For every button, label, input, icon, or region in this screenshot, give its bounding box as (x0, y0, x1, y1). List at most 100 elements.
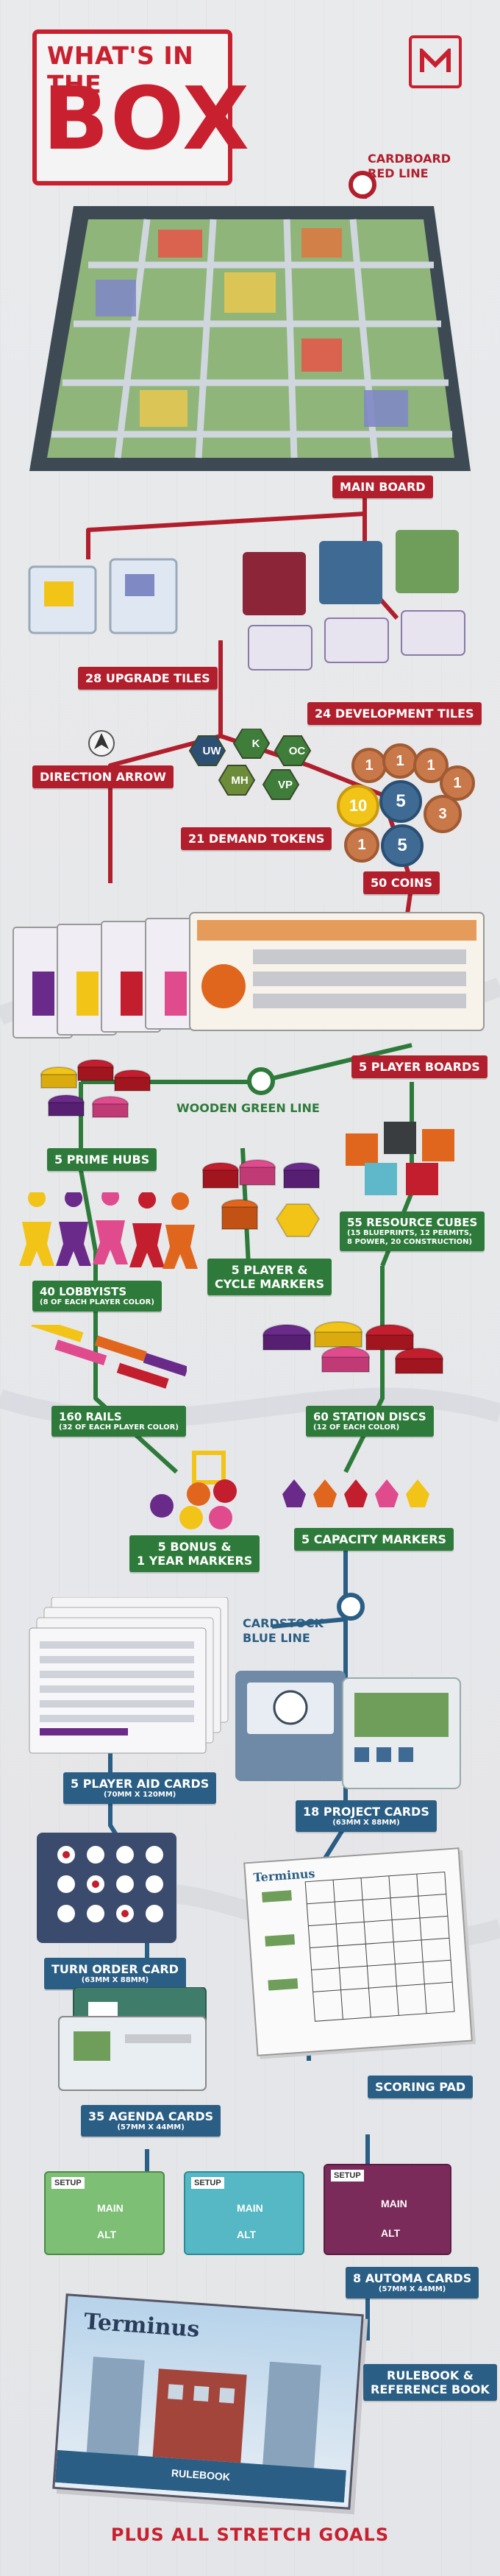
demand-token-mh: MH (231, 774, 249, 787)
demand-tokens-label: 21 DEMAND TOKENS (181, 827, 332, 850)
automa-cards-title: 8 AUTOMA CARDS (353, 2271, 472, 2285)
player-boards-image (12, 912, 485, 1038)
automa-card-alt: ALT (381, 2227, 401, 2239)
bonus-markers-image (150, 1451, 237, 1529)
automa-card-main: MAIN (97, 2202, 124, 2214)
turn-order-card-sub: (63MM X 88MM) (81, 1976, 149, 1984)
station-discs-title: 60 STATION DISCS (313, 1410, 426, 1423)
automa-card-setup: SETUP (331, 2170, 364, 2182)
turn-order-card-label: TURN ORDER CARD (63MM X 88MM) (44, 1958, 186, 1989)
resource-cubes-sub: (15 BLUEPRINTS, 12 PERMITS, (347, 1229, 472, 1237)
bonus-markers-line-2: 1 YEAR MARKERS (137, 1554, 253, 1568)
automa-cards-label: 8 AUTOMA CARDS (57MM X 44MM) (346, 2267, 479, 2299)
red-line-title-2: RED LINE (368, 166, 429, 180)
coin: 5 (381, 824, 424, 867)
rails-sub: (32 OF EACH PLAYER COLOR) (59, 1423, 179, 1432)
red-line-node (349, 171, 376, 199)
rulebook-label: RULEBOOK & REFERENCE BOOK (363, 2364, 497, 2401)
lobbyists-image (19, 1192, 198, 1269)
demand-token-k: K (251, 737, 260, 750)
project-cards-image (235, 1671, 461, 1789)
automa-card-main: MAIN (381, 2198, 407, 2209)
coin: 1 (413, 748, 449, 783)
resource-cubes-image (346, 1122, 454, 1195)
direction-arrow-icon (88, 730, 115, 757)
development-tiles-image (243, 530, 465, 670)
player-cycle-markers-label: 5 PLAYER & CYCLE MARKERS (207, 1259, 332, 1295)
automa-card: SETUP MAIN ALT (44, 2171, 165, 2255)
upgrade-tiles-label: 28 UPGRADE TILES (78, 667, 218, 690)
station-discs-sub: (12 OF EACH COLOR) (313, 1423, 400, 1432)
scoring-pad-label: SCORING PAD (368, 2076, 474, 2098)
bonus-markers-line-1: 5 BONUS & (157, 1540, 232, 1554)
coin: 3 (424, 795, 462, 833)
coin: 10 (337, 785, 379, 827)
title-line-2: BOX (43, 68, 251, 169)
automa-card: SETUP MAIN ALT (184, 2171, 304, 2255)
main-board-label: MAIN BOARD (332, 475, 433, 498)
prime-hubs-image (40, 1059, 151, 1118)
automa-card-alt: ALT (97, 2229, 117, 2240)
main-board-image (29, 206, 471, 471)
prime-hubs-label: 5 PRIME HUBS (47, 1148, 157, 1171)
player-cycle-markers-image (202, 1159, 321, 1237)
rails-image (31, 1325, 187, 1389)
bonus-markers-label: 5 BONUS & 1 YEAR MARKERS (129, 1535, 260, 1572)
stretch-goals-footer: PLUS ALL STRETCH GOALS (110, 2524, 390, 2545)
player-cycle-markers-line-2: CYCLE MARKERS (215, 1277, 324, 1291)
automa-card-setup: SETUP (51, 2177, 85, 2189)
turn-order-card-title: TURN ORDER CARD (51, 1962, 179, 1976)
lobbyists-label: 40 LOBBYISTS (8 OF EACH PLAYER COLOR) (32, 1281, 162, 1312)
blue-line-node (337, 1593, 365, 1621)
automa-card-main: MAIN (237, 2202, 263, 2214)
agenda-cards-label: 35 AGENDA CARDS (57MM X 44MM) (81, 2105, 221, 2137)
red-line-title: CARDBOARD RED LINE (368, 152, 451, 181)
demand-token-vp: VP (277, 779, 293, 791)
brand-logo-icon (409, 35, 462, 88)
coin: 1 (382, 743, 418, 779)
title-line-1: WHAT'S IN THE (47, 41, 194, 99)
blue-line-title-1: CARDSTOCK (243, 1616, 324, 1630)
turn-order-card-image (37, 1833, 176, 1943)
automa-card: SETUP MAIN ALT (324, 2164, 451, 2255)
rulebook-image: Terminus RULEBOOK (52, 2293, 364, 2510)
coins-image: 1 1 1 1 10 5 3 5 1 (337, 743, 476, 868)
upgrade-tiles-image (28, 558, 178, 634)
coin: 1 (344, 827, 379, 863)
demand-tokens-image (188, 729, 312, 800)
automa-card-alt: ALT (237, 2229, 257, 2240)
coin: 1 (351, 748, 387, 783)
agenda-cards-image (58, 1987, 207, 2091)
player-cycle-markers-line-1: 5 PLAYER & (231, 1263, 308, 1277)
title-block: WHAT'S IN THE BOX (32, 29, 249, 185)
blue-line-title: CARDSTOCK BLUE LINE (243, 1616, 324, 1646)
direction-arrow-label: DIRECTION ARROW (32, 765, 174, 788)
station-discs-image (262, 1321, 443, 1374)
coin: 5 (379, 780, 422, 823)
red-line-title-1: CARDBOARD (368, 152, 451, 166)
development-tiles-label: 24 DEVELOPMENT TILES (307, 702, 482, 725)
rulebook-line-2: REFERENCE BOOK (371, 2382, 490, 2396)
capacity-markers-image (282, 1479, 429, 1507)
green-line-title: WOODEN GREEN LINE (176, 1101, 320, 1115)
rulebook-line-1: RULEBOOK & (387, 2368, 474, 2382)
scoring-pad-image: Terminus (243, 1847, 473, 2056)
project-cards-label: 18 PROJECT CARDS (63MM X 88MM) (296, 1800, 437, 1832)
automa-card-setup: SETUP (191, 2177, 224, 2189)
resource-cubes-title: 55 RESOURCE CUBES (347, 1216, 478, 1229)
project-cards-title: 18 PROJECT CARDS (303, 1805, 429, 1819)
agenda-cards-sub: (57MM X 44MM) (117, 2123, 185, 2131)
player-aid-cards-sub: (70MM X 120MM) (103, 1791, 176, 1799)
rails-title: 160 RAILS (59, 1410, 122, 1423)
project-cards-sub: (63MM X 88MM) (332, 1819, 400, 1827)
player-aid-cards-image (29, 1597, 229, 1754)
rails-label: 160 RAILS (32 OF EACH PLAYER COLOR) (51, 1406, 186, 1437)
agenda-cards-title: 35 AGENDA CARDS (88, 2109, 214, 2123)
demand-token-oc: OC (288, 745, 306, 757)
player-boards-label: 5 PLAYER BOARDS (351, 1055, 488, 1078)
blue-line-title-2: BLUE LINE (243, 1631, 310, 1645)
player-aid-cards-title: 5 PLAYER AID CARDS (71, 1777, 210, 1791)
automa-cards-sub: (57MM X 44MM) (378, 2285, 446, 2293)
lobbyists-sub: (8 OF EACH PLAYER COLOR) (40, 1298, 154, 1306)
